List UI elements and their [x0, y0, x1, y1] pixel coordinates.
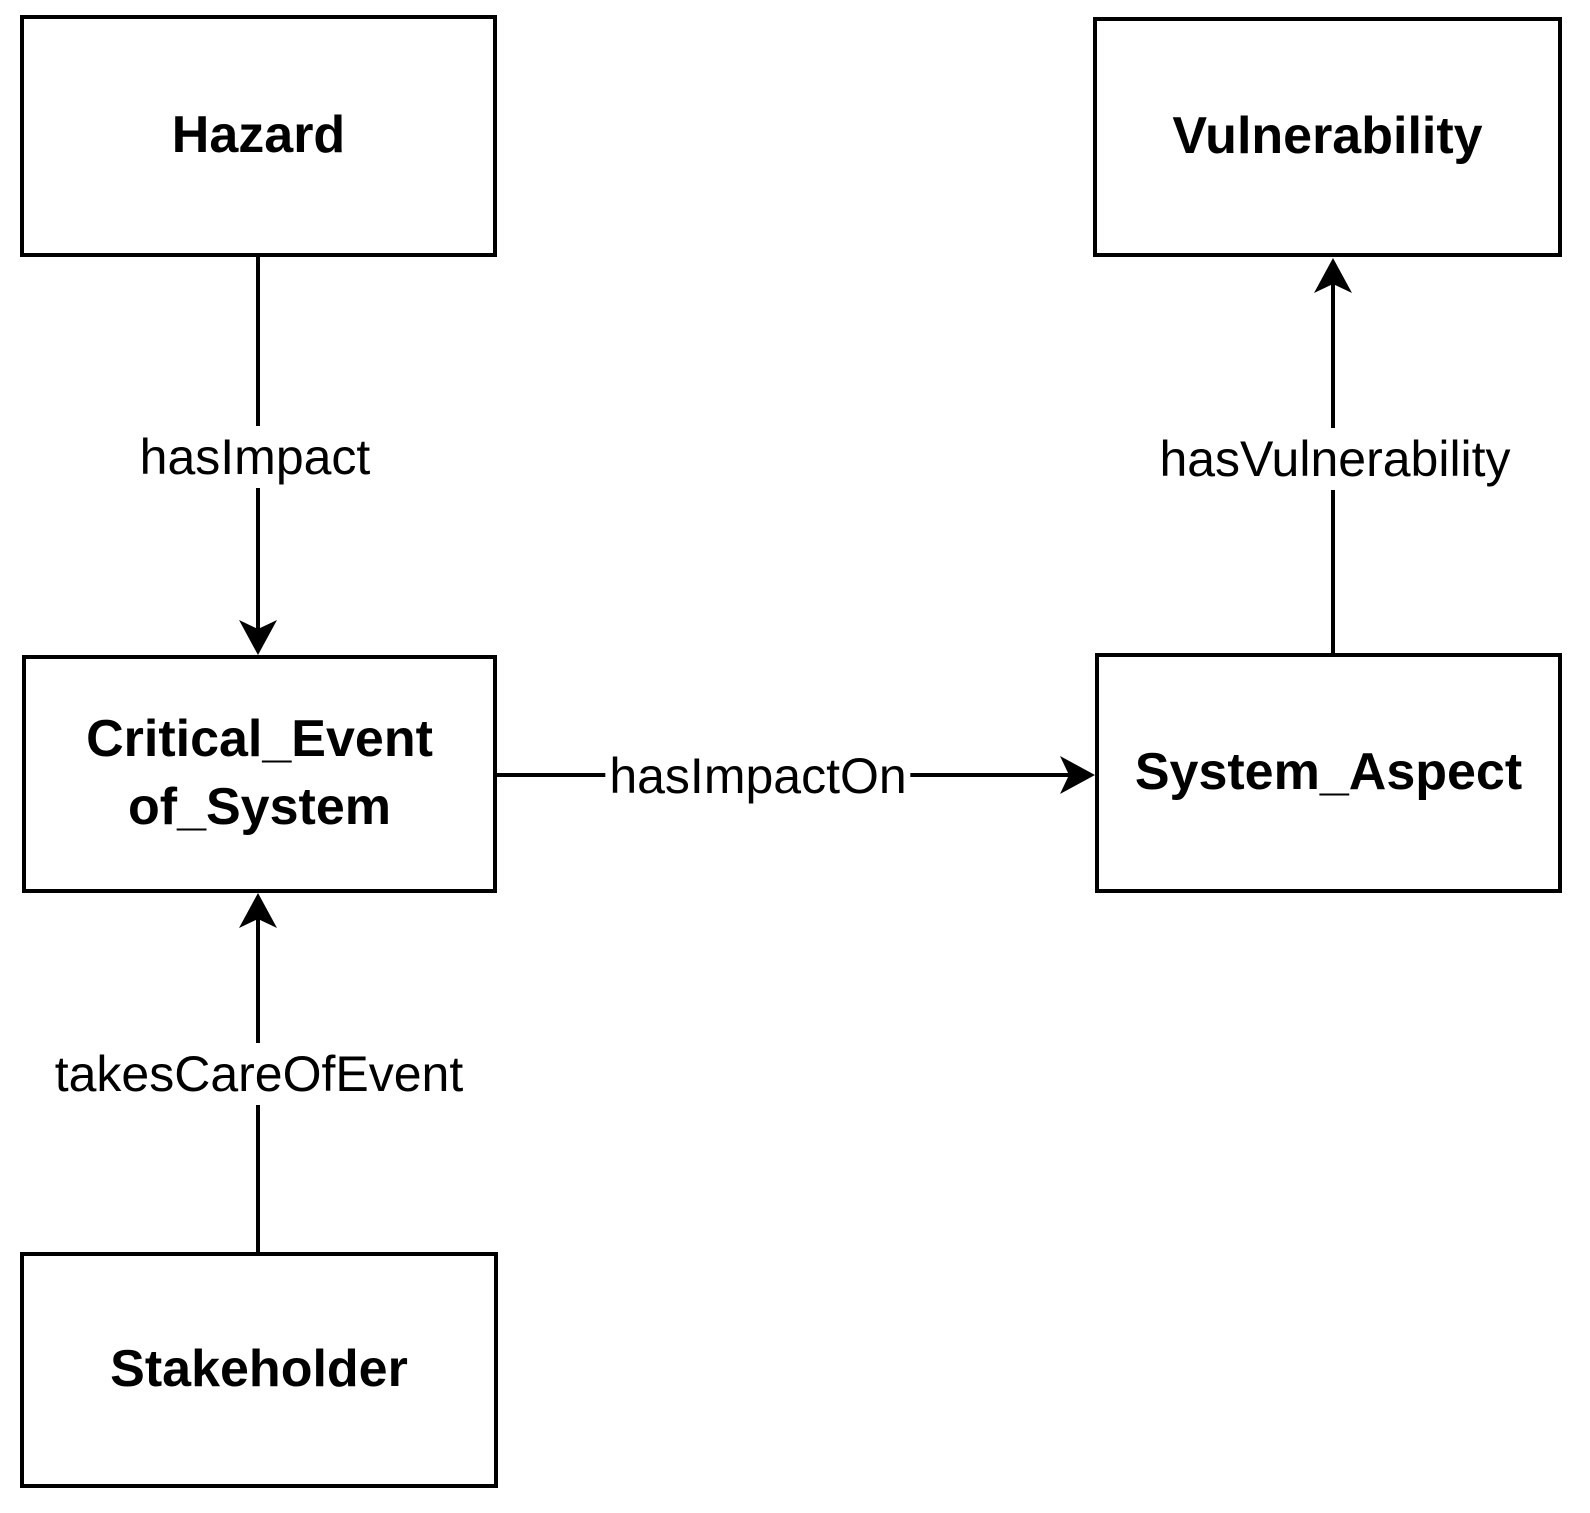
node-stakeholder: Stakeholder: [20, 1252, 498, 1488]
node-label-system-aspect: System_Aspect: [1134, 743, 1523, 802]
node-critical-event-of-system: Critical_Event of_System: [22, 655, 497, 893]
edge-label-hasvulnerability: hasVulnerability: [1155, 428, 1515, 490]
edge-label-takescareofevent: takesCareOfEvent: [50, 1043, 468, 1105]
node-label-vulnerability: Vulnerability: [1172, 107, 1483, 166]
node-hazard: Hazard: [20, 15, 497, 257]
node-label-hazard: Hazard: [171, 106, 346, 165]
edge-label-hasimpacton: hasImpactOn: [605, 745, 911, 807]
node-label-critical-event-of-system: Critical_Event of_System: [86, 710, 433, 836]
arrowhead-up-icon: [1314, 258, 1352, 293]
node-system-aspect: System_Aspect: [1095, 653, 1562, 893]
arrowhead-down-icon: [239, 620, 277, 655]
arrowhead-right-icon: [1060, 756, 1095, 794]
edge-label-hasimpact: hasImpact: [135, 426, 375, 488]
node-vulnerability: Vulnerability: [1093, 17, 1562, 257]
node-label-stakeholder: Stakeholder: [110, 1340, 408, 1399]
arrowhead-up-icon: [239, 893, 277, 928]
